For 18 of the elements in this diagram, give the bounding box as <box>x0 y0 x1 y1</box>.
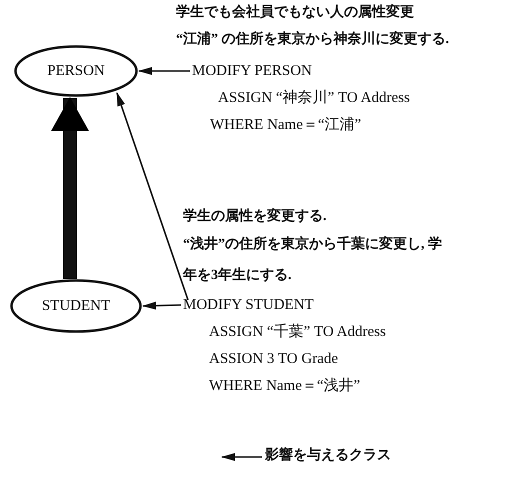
code-line: WHERE Name＝“浅井” <box>209 377 360 395</box>
comment-text: 学生でも会社員でもない人の属性変更 <box>176 4 414 22</box>
arrow <box>116 92 189 300</box>
class-ellipse: PERSON <box>14 45 138 97</box>
code-line: ASSIGN “千葉” TO Address <box>209 323 386 341</box>
arrow <box>142 302 182 310</box>
code-line: WHERE Name＝“江浦” <box>210 116 362 134</box>
code-line: ASSIGN “神奈川” TO Address <box>218 89 410 107</box>
comment-text: “江浦” の住所を東京から神奈川に変更する. <box>176 31 449 49</box>
code-line: MODIFY STUDENT <box>183 296 314 314</box>
comment-text: 学生の属性を変更する. <box>183 208 326 226</box>
arrow <box>138 67 190 75</box>
class-ellipse: STUDENT <box>10 279 142 333</box>
code-line: MODIFY PERSON <box>192 62 312 80</box>
code-line: ASSION 3 TO Grade <box>209 350 338 368</box>
arrow <box>51 97 89 279</box>
comment-text: “浅井”の住所を東京から千葉に変更し, 学年を3年生にする. <box>183 234 443 285</box>
legend-text: 影響を与えるクラス <box>265 447 391 465</box>
